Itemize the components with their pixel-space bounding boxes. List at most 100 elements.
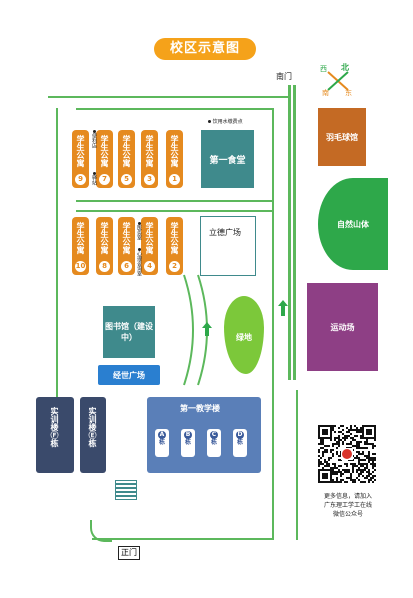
dorm-number: 3 [144, 174, 155, 185]
main-gate: 正门 [118, 546, 140, 560]
road-bottom-h [92, 538, 274, 540]
dorm-label: 学生公寓 [122, 222, 131, 254]
dorm-label: 学生公寓 [122, 135, 131, 167]
canteen[interactable]: 第一食堂 [201, 130, 254, 188]
road-top-h1 [48, 96, 288, 98]
road-mid-h2 [76, 210, 274, 212]
compass-north: 北 [341, 63, 349, 72]
lide-plaza[interactable]: 立德广场 [200, 216, 256, 276]
map-title: 校区示意图 [154, 38, 256, 60]
sports-field-label: 运动场 [330, 322, 355, 332]
library-label: 图书馆（建设中） [105, 322, 153, 342]
dorm-number: 7 [99, 174, 110, 185]
dorm-label: 学生公寓 [170, 135, 179, 167]
green-lawn-label: 绿地 [236, 333, 252, 342]
road-arcs [183, 274, 208, 386]
main-gate-label: 正门 [121, 548, 137, 557]
canteen-label: 第一食堂 [209, 155, 246, 166]
badminton-hall[interactable]: 羽毛球馆 [318, 108, 366, 166]
lide-plaza-label: 立德广场 [209, 228, 241, 237]
natural-hill-label: 自然山体 [337, 219, 369, 229]
dorm-note-c: 心理咨询室 [136, 248, 143, 276]
dorm-building-6[interactable]: 学生公寓 6 [118, 217, 135, 275]
road-left-v [56, 108, 58, 400]
compass-west: 西 [320, 65, 327, 73]
dorm-label: 学生公寓 [145, 135, 154, 167]
dorm-number: 9 [75, 174, 86, 185]
dorm-label: 学生公寓 [76, 222, 85, 254]
dorm-label: 学生公寓 [76, 135, 85, 167]
wing-letter: C [210, 431, 218, 439]
qr-caption-line-2: 广东理工学工在线 [323, 502, 372, 509]
training-f-label: 实训楼Ⓕ栋 [50, 407, 59, 447]
road-bottom-left-curve [90, 520, 112, 542]
dorm-building-10[interactable]: 学生公寓 10 [72, 217, 89, 275]
dorm-building-4[interactable]: 学生公寓 4 [141, 217, 158, 275]
dorm-label: 学生公寓 [170, 222, 179, 254]
dorm-label: 学生公寓 [100, 135, 109, 167]
water-point-label: 饮用水缴费点 [208, 118, 243, 125]
dorm-note-a: 便利店 [91, 130, 98, 148]
dorm-label: 学生公寓 [100, 222, 109, 254]
dorm-number: 2 [169, 261, 180, 272]
north-arrow-icon [278, 300, 288, 316]
small-striped-building [115, 480, 137, 500]
qr-code-image [318, 425, 376, 483]
compass-south: 南 [322, 89, 329, 97]
dorm-building-2[interactable]: 学生公寓 2 [166, 217, 183, 275]
badminton-hall-label: 羽毛球馆 [326, 132, 358, 142]
wing-suffix: 栋 [158, 439, 165, 446]
road-east-lower [296, 390, 298, 540]
dorm-building-3[interactable]: 学生公寓 3 [141, 130, 158, 188]
road-east-vertical [288, 85, 291, 380]
jingshi-plaza-label: 经世广场 [113, 370, 145, 380]
green-lawn[interactable]: 绿地 [224, 296, 264, 374]
dorm-label: 学生公寓 [145, 222, 154, 254]
dorm-number: 8 [99, 261, 110, 272]
wing-suffix: 栋 [210, 439, 217, 446]
dorm-number: 10 [75, 261, 86, 272]
training-building-e[interactable]: 实训楼Ⓔ栋 [80, 397, 106, 473]
dorm-number: 4 [144, 261, 155, 272]
training-building-f[interactable]: 实训楼Ⓕ栋 [36, 397, 74, 473]
dorm-note-b: 医务室 [136, 222, 143, 240]
dorm-building-8[interactable]: 学生公寓 8 [96, 217, 113, 275]
compass-icon [327, 71, 349, 91]
dorm-building-7[interactable]: 学生公寓 7 [96, 130, 113, 188]
road-right-inner-v [272, 108, 274, 538]
dorm-number: 1 [169, 174, 180, 185]
sports-field[interactable]: 运动场 [307, 283, 378, 371]
wing-suffix: 栋 [184, 439, 191, 446]
natural-hill[interactable]: 自然山体 [318, 178, 388, 270]
wing-suffix: 栋 [236, 439, 243, 446]
wing-letter: D [236, 431, 244, 439]
qr-code[interactable] [318, 425, 376, 483]
dorm-building-5[interactable]: 学生公寓 5 [118, 130, 135, 188]
training-e-label: 实训楼Ⓔ栋 [88, 407, 97, 447]
road-top-h2 [76, 108, 274, 110]
dorm-note-d: 驿站 [91, 172, 98, 185]
road-mid-h1 [76, 200, 274, 202]
north-arrow-icon [202, 322, 212, 336]
dorm-building-9[interactable]: 学生公寓 9 [72, 130, 89, 188]
dorm-building-1[interactable]: 学生公寓 1 [166, 130, 183, 188]
teaching-building-label: 第一教学楼 [180, 404, 220, 413]
wing-letter: A [158, 431, 166, 439]
compass: 北 西 南 东 [318, 60, 358, 100]
compass-east: 东 [345, 89, 352, 97]
qr-caption: 更多信息，请加入 广东理工学工在线 微信公众号 [308, 492, 388, 519]
library[interactable]: 图书馆（建设中） [103, 306, 155, 358]
dorm-number: 5 [121, 174, 132, 185]
dorm-number: 6 [121, 261, 132, 272]
road-east-vertical-2 [293, 85, 296, 380]
jingshi-plaza[interactable]: 经世广场 [98, 365, 160, 385]
qr-caption-line-3: 微信公众号 [332, 511, 363, 518]
south-gate-label: 南门 [276, 72, 292, 81]
wing-letter: B [184, 431, 192, 439]
qr-caption-line-1: 更多信息，请加入 [323, 493, 372, 500]
